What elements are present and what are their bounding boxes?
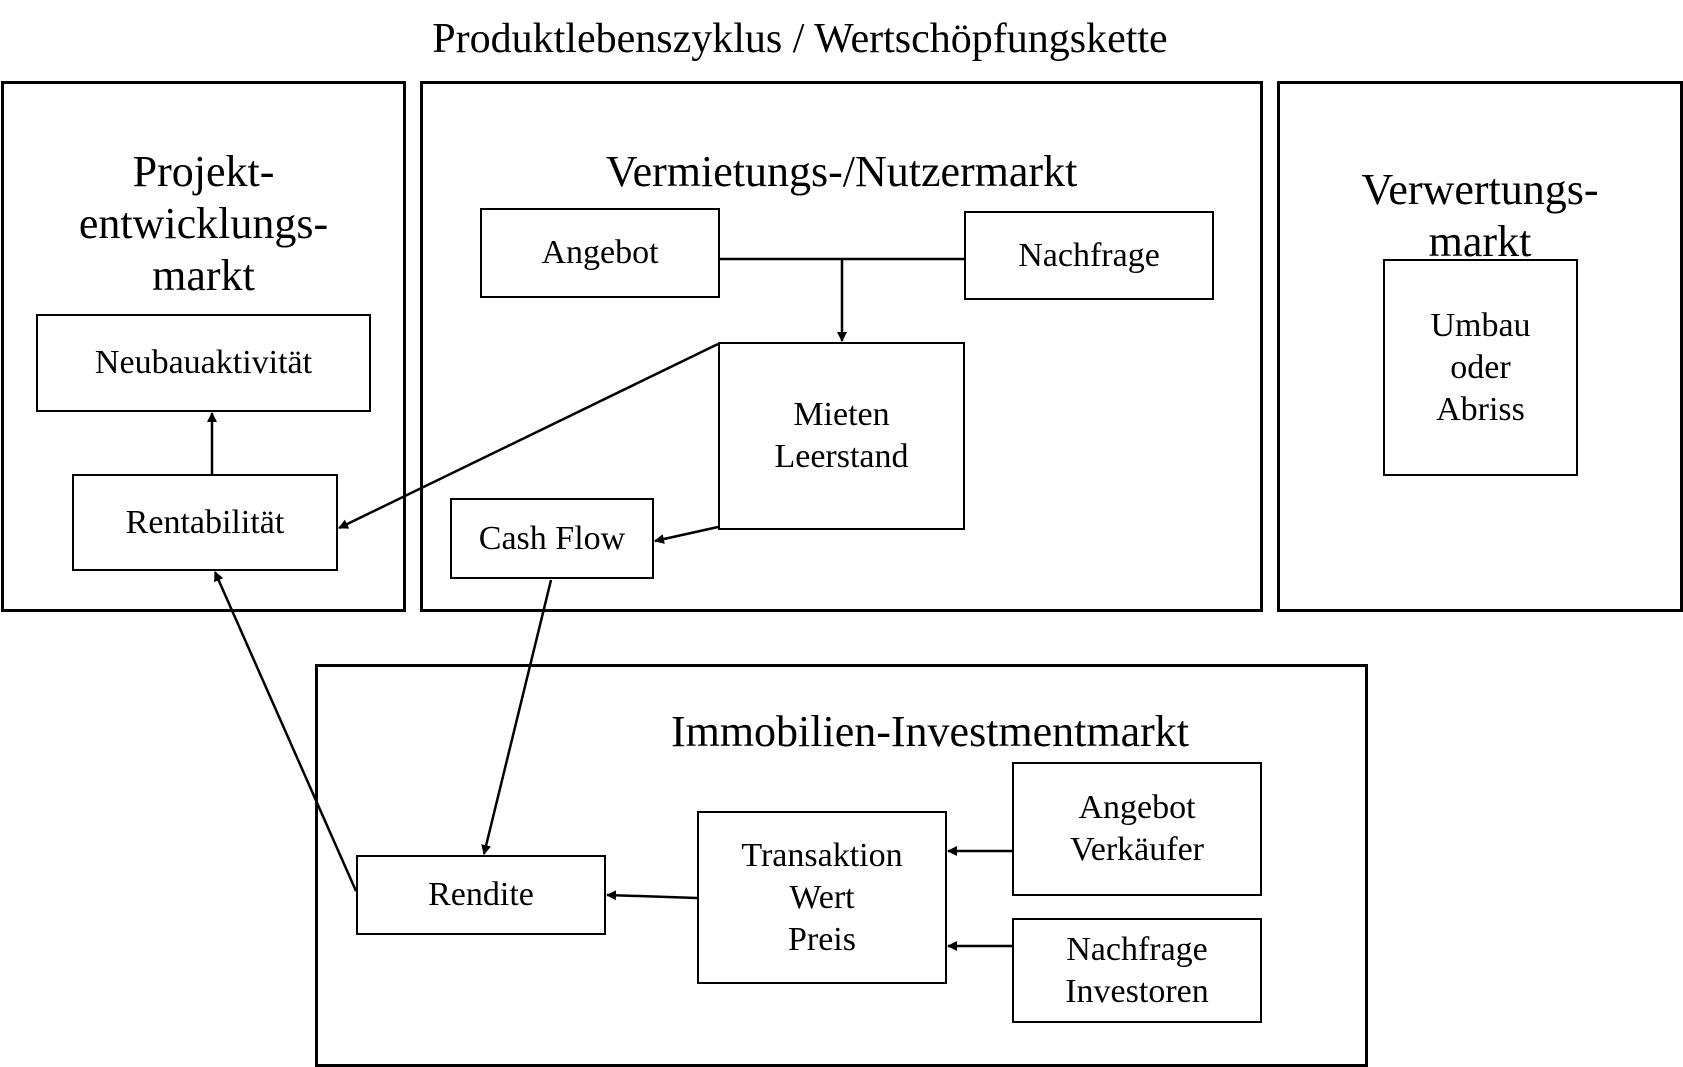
panel-title-vermietungsmarkt: Vermietungs-/Nutzermarkt	[605, 147, 1078, 196]
box-transaktion-wert-preis: Transaktion Wert Preis	[697, 811, 947, 984]
panel-title-investmentmarkt: Immobilien-Investmentmarkt	[670, 707, 1190, 756]
box-neubauaktivitaet: Neubauaktivität	[36, 314, 371, 412]
panel-title-verwertungsmarkt: Verwertungs- markt	[1361, 165, 1599, 266]
box-rentabilitaet: Rentabilität	[72, 474, 338, 571]
box-angebot-verkaeufer: Angebot Verkäufer	[1012, 762, 1262, 896]
panel-title-projektentwicklungsmarkt: Projekt- entwicklungs- markt	[78, 147, 329, 300]
diagram-title: Produktlebenszyklus / Wertschöpfungskett…	[432, 16, 1168, 62]
box-rendite: Rendite	[356, 855, 606, 935]
box-nachfrage-investoren: Nachfrage Investoren	[1012, 918, 1262, 1023]
box-cash-flow: Cash Flow	[450, 498, 654, 579]
box-mieten-leerstand: Mieten Leerstand	[718, 342, 965, 530]
box-angebot: Angebot	[480, 208, 720, 298]
panel-verwertungsmarkt	[1277, 81, 1683, 612]
box-nachfrage: Nachfrage	[964, 211, 1214, 300]
box-umbau-abriss: Umbau oder Abriss	[1383, 259, 1578, 476]
